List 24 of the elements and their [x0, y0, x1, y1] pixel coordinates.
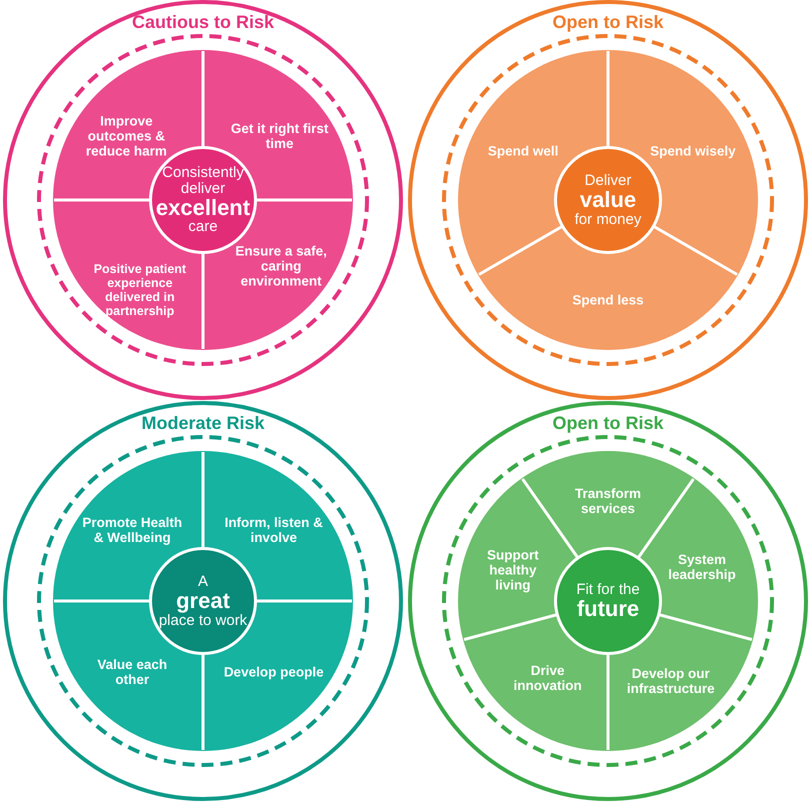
circle-title: Open to Risk — [552, 413, 664, 434]
segment-text: Develop our infrastructure — [616, 666, 726, 696]
segment-text: Transform services — [558, 486, 658, 516]
segment-text: Drive innovation — [502, 663, 593, 694]
circle-title: Open to Risk — [552, 12, 664, 33]
segment-text: Spend less — [553, 292, 663, 308]
segment-text: Value each other — [82, 656, 182, 687]
center-text: A great place to work — [158, 574, 248, 628]
segment-text: Positive patient experience delivered in partnership — [84, 262, 196, 318]
segment-text: Spend wisely — [648, 143, 738, 159]
center-text: Consistently deliver excellent care — [154, 164, 252, 236]
center-text: Fit for the future — [576, 582, 640, 620]
segment-text: Promote Health & Wellbeing — [82, 515, 182, 546]
segment-text: System leadership — [662, 552, 742, 582]
circle-title: Moderate Risk — [141, 413, 265, 434]
segment-text: Improve outcomes & reduce harm — [76, 113, 176, 158]
segment-text: Ensure a safe, caring environment — [227, 242, 336, 288]
center-text: Deliver value for money — [574, 172, 642, 228]
segment-text: Spend well — [478, 143, 568, 159]
segment-text: Support healthy living — [472, 547, 553, 593]
segment-text: Inform, listen & involve — [218, 515, 329, 546]
segment-text: Develop people — [224, 664, 324, 680]
segment-text: Get it right first time — [230, 120, 330, 151]
circle-title: Cautious to Risk — [132, 12, 274, 33]
